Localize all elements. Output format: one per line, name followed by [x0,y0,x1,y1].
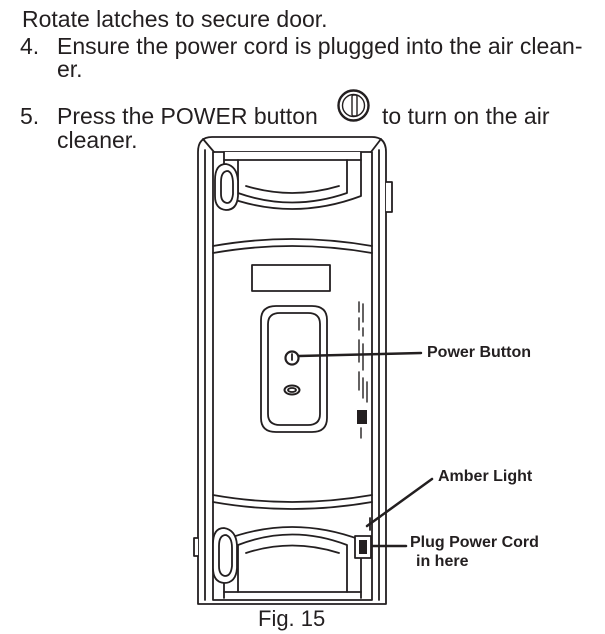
callout-amber-light: Amber Light [438,468,533,485]
power-button-leader [297,351,423,358]
step-5-text-after-icon: to turn on the air [382,103,550,129]
amber-light-outer [283,384,301,396]
bottom-left-knob-inner [218,534,233,577]
housing-right-tab [385,181,393,213]
bottom-latch-inner [237,533,348,593]
control-panel-inner [267,312,321,426]
amber-light [283,384,301,396]
top-bevel-left [202,138,215,153]
step-4-line-1: Ensure the power cord is plugged into th… [57,33,583,59]
bottom-latch-outer [223,526,362,599]
top-bevel-right [370,138,382,153]
amber-light-leader [365,477,434,528]
side-label-block [357,410,367,424]
housing-left-tab [193,537,199,557]
lower-divider-curve [212,494,373,503]
power-cord-socket [354,535,372,559]
upper-divider-curve [212,238,373,247]
bottom-left-knob-outer [212,527,238,584]
top-latch [223,151,362,210]
amber-light-inner [287,387,297,393]
top-left-knob [214,163,239,211]
intro-text: Rotate latches to secure door. [22,6,328,32]
step-5-line-2: cleaner. [57,127,138,153]
power-button-icon [337,89,370,122]
upper-divider-curve-inner [212,245,373,254]
bottom-latch [223,526,362,599]
callout-plug-power-cord: Plug Power Cord [410,534,539,551]
power-button [284,350,300,366]
step-5-number: 5. [20,103,40,129]
top-latch-grip [245,185,340,194]
side-label-strip [357,301,368,439]
callout-power-button: Power Button [427,344,531,361]
label-plate [251,264,331,292]
step-5-text-before-icon: Press the POWER button [57,103,318,129]
bottom-left-knob [212,527,238,584]
leader-lines [297,351,434,548]
control-panel-outer [260,305,328,433]
step-4-number: 4. [20,33,40,59]
power-cord-socket-opening [359,540,367,554]
callout-plug-power-cord-line-2: in here [416,553,469,570]
bottom-latch-grip [245,544,340,554]
control-panel [260,305,328,433]
step-4-line-2: er. [57,56,83,82]
top-latch-inner [237,159,348,204]
top-left-knob-inner [220,170,234,204]
figure-caption: Fig. 15 [258,606,326,631]
lower-divider-curve-inner [212,501,373,510]
